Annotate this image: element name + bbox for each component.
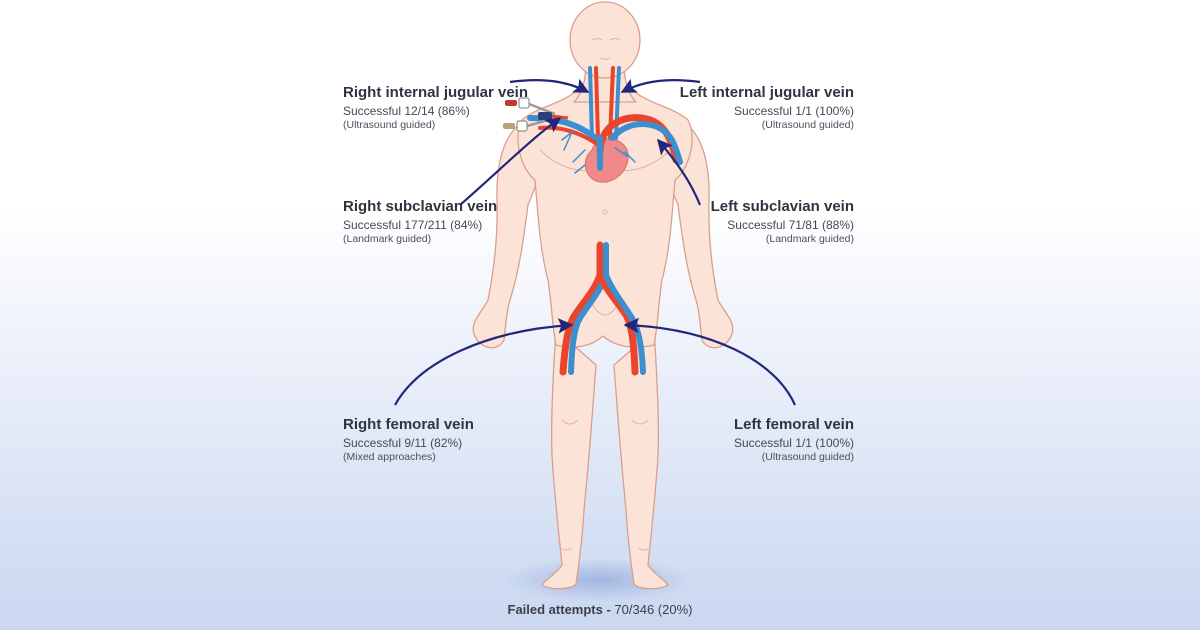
arrow-left-subclavian bbox=[657, 138, 702, 206]
stat-left-femoral: Successful 1/1 (100%) bbox=[733, 436, 854, 450]
method-left-femoral: (Ultrasound guided) bbox=[761, 451, 854, 464]
method-right-ijv: (Ultrasound guided) bbox=[343, 119, 436, 132]
right-leg bbox=[541, 329, 597, 590]
arrow-left-ijv bbox=[620, 78, 701, 93]
stat-left-ijv: Successful 1/1 (100%) bbox=[733, 104, 854, 118]
failed-attempts-footer: Failed attempts - 70/346 (20%) bbox=[0, 602, 1200, 617]
label-right-subclavian: Right subclavian vein Successful 177/211… bbox=[343, 198, 497, 246]
title-left-ijv: Left internal jugular vein bbox=[679, 84, 854, 101]
label-right-femoral: Right femoral vein Successful 9/11 (82%)… bbox=[343, 416, 474, 464]
failed-attempts-label: Failed attempts - bbox=[507, 602, 611, 617]
right-arm bbox=[472, 117, 541, 349]
arrow-right-subclavian bbox=[459, 117, 562, 206]
stat-right-ijv: Successful 12/14 (86%) bbox=[343, 104, 470, 118]
access-arrows bbox=[394, 78, 797, 406]
floor-shadow bbox=[503, 558, 693, 602]
right-jugular-vein bbox=[588, 66, 594, 140]
title-right-femoral: Right femoral vein bbox=[343, 416, 474, 433]
arrow-left-femoral bbox=[623, 317, 797, 406]
right-carotid-artery bbox=[594, 66, 600, 140]
method-right-subclavian: (Landmark guided) bbox=[343, 233, 432, 246]
label-left-femoral: Left femoral vein Successful 1/1 (100%) … bbox=[734, 416, 854, 464]
label-left-ijv: Left internal jugular vein Successful 1/… bbox=[680, 84, 854, 132]
arrow-right-ijv bbox=[509, 78, 590, 93]
head bbox=[569, 1, 641, 79]
title-right-ijv: Right internal jugular vein bbox=[343, 84, 529, 101]
torso bbox=[517, 91, 693, 348]
method-left-subclavian: (Landmark guided) bbox=[765, 233, 854, 246]
title-left-subclavian: Left subclavian vein bbox=[710, 198, 854, 215]
catheter-device bbox=[503, 97, 569, 132]
aorta-descending bbox=[559, 241, 604, 376]
method-right-femoral: (Mixed approaches) bbox=[343, 451, 436, 464]
method-left-ijv: (Ultrasound guided) bbox=[761, 119, 854, 132]
stat-left-subclavian: Successful 71/81 (88%) bbox=[727, 218, 854, 232]
arrow-right-femoral bbox=[394, 318, 574, 406]
label-left-subclavian: Left subclavian vein Successful 71/81 (8… bbox=[711, 198, 854, 246]
label-right-ijv: Right internal jugular vein Successful 1… bbox=[343, 84, 528, 132]
left-leg bbox=[613, 329, 669, 590]
stat-right-femoral: Successful 9/11 (82%) bbox=[343, 436, 463, 450]
left-femoral-artery bbox=[596, 271, 639, 376]
title-right-subclavian: Right subclavian vein bbox=[343, 198, 498, 215]
left-arm bbox=[665, 117, 734, 349]
stat-right-subclavian: Successful 177/211 (84%) bbox=[343, 218, 483, 232]
failed-attempts-value: 70/346 (20%) bbox=[614, 602, 693, 617]
title-left-femoral: Left femoral vein bbox=[733, 416, 854, 433]
